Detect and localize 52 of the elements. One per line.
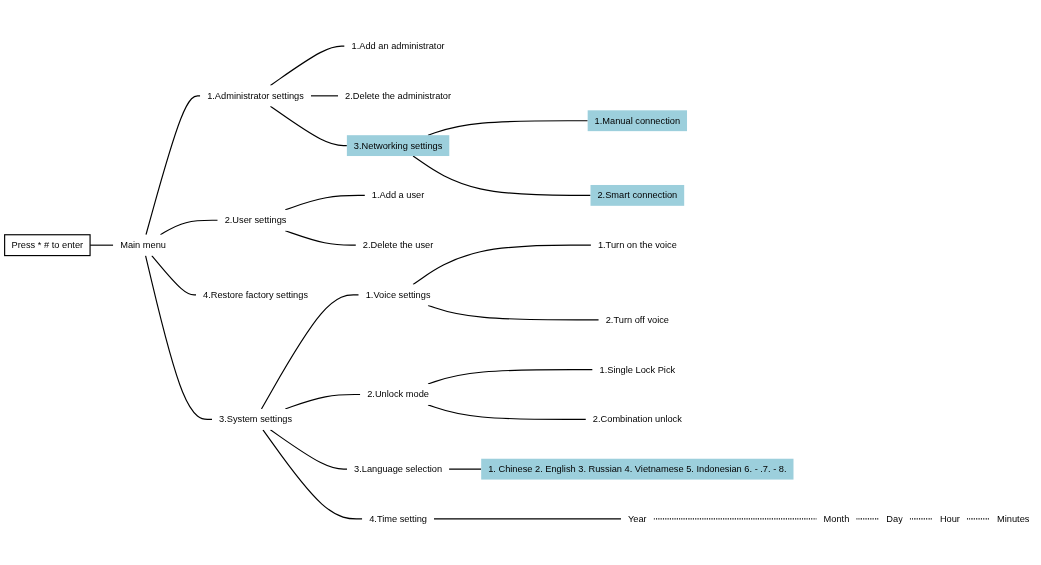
node-box: 2.Smart connection <box>590 185 685 206</box>
node-text: 1.Add an administrator <box>351 40 445 51</box>
connector <box>151 255 197 296</box>
node-text: 1.Administrator settings <box>207 90 304 101</box>
node-box: 1. Chinese 2. English 3. Russian 4. Vietnamese 5. Indonesian 6. - .7. - 8. <box>481 458 794 480</box>
connector <box>310 95 339 97</box>
connector <box>966 518 991 520</box>
node-text: Main menu <box>120 239 166 250</box>
node-text: 1.Voice settings <box>365 289 431 300</box>
node-text: Month <box>823 513 850 524</box>
node-text: 1.Single Lock Pick <box>599 364 676 375</box>
node-text: 1.Add a user <box>371 190 425 201</box>
node-text: Hour <box>939 513 960 524</box>
node-text: 3.System settings <box>218 414 293 425</box>
connector <box>653 518 818 520</box>
node-text: 4.Restore factory settings <box>203 289 309 300</box>
node-text: Minutes <box>996 513 1030 524</box>
node-text: Day <box>886 513 903 524</box>
connector <box>269 45 346 86</box>
connector <box>427 304 600 321</box>
connector <box>427 120 589 136</box>
connector <box>412 244 592 286</box>
node-text: 2.Combination unlock <box>592 414 682 425</box>
connector <box>427 369 594 385</box>
connector <box>448 468 482 470</box>
node-text: 4.Time setting <box>369 513 427 524</box>
connector <box>433 518 622 520</box>
node-text: 2.Delete the administrator <box>345 90 452 101</box>
connector <box>427 404 587 420</box>
node-text: 2.Turn off voice <box>605 314 669 325</box>
connector <box>144 255 213 420</box>
node-text: 2.Unlock mode <box>367 389 429 400</box>
connector <box>284 194 366 211</box>
node-text: 3.Language selection <box>354 463 443 474</box>
connector <box>262 429 363 520</box>
node-box: 3.Networking settings <box>346 135 450 157</box>
connector <box>269 429 348 470</box>
connector <box>269 105 348 147</box>
node-text: 1.Turn on the voice <box>597 239 677 250</box>
node-box: 1.Manual connection <box>587 110 687 132</box>
connector <box>145 95 201 236</box>
connector <box>412 155 592 196</box>
node-box: Press * # to enter <box>4 234 91 257</box>
connector <box>284 393 361 410</box>
connector <box>260 294 360 410</box>
node-text: 2.User settings <box>224 215 287 225</box>
node-text: 2.Delete the user <box>362 239 434 250</box>
connector <box>284 230 357 246</box>
connector <box>855 518 880 520</box>
node-text: Year <box>627 513 647 524</box>
connector <box>159 219 219 236</box>
connector <box>909 518 934 520</box>
